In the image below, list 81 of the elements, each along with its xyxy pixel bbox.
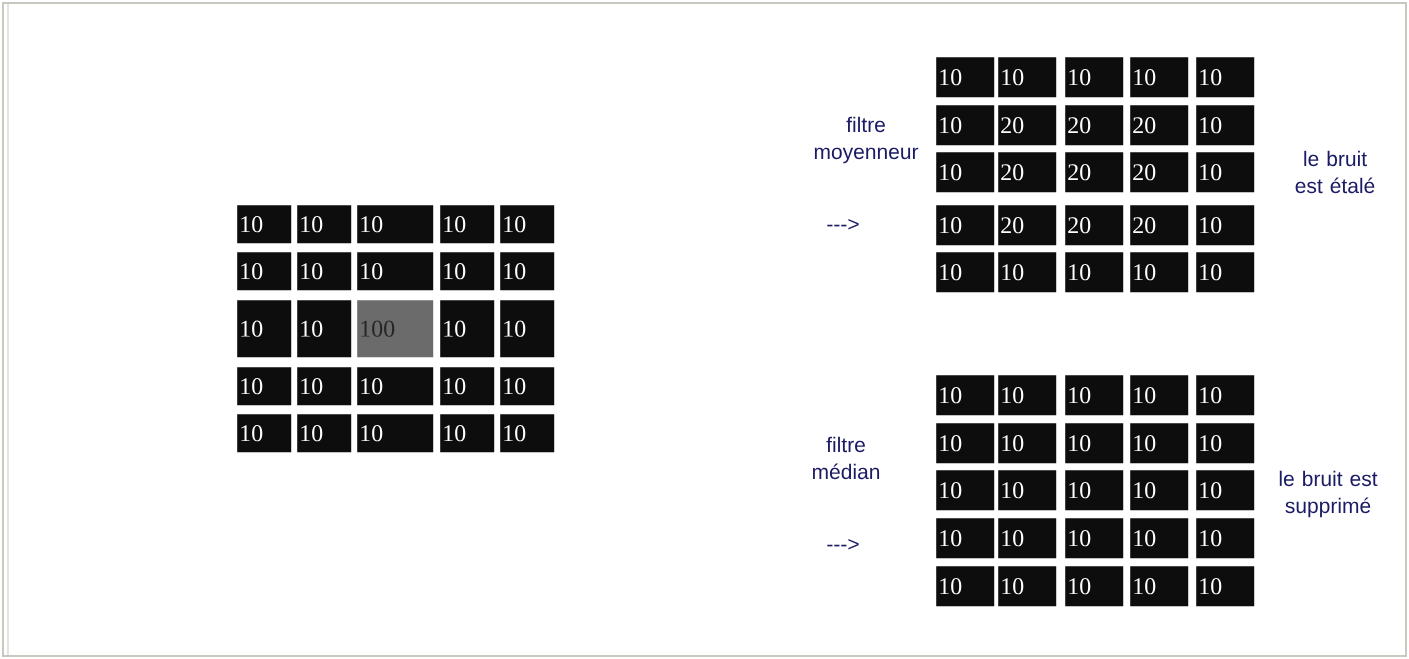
pixel-cell: 10 — [936, 57, 995, 98]
pixel-cell: 10 — [1196, 105, 1255, 146]
pixel-cell: 10 — [1065, 252, 1124, 293]
pixel-cell: 10 — [237, 367, 292, 406]
pixel-cell: 10 — [357, 367, 434, 406]
pixel-cell: 10 — [357, 252, 434, 291]
pixel-cell: 10 — [297, 367, 352, 406]
pixel-cell: 10 — [237, 414, 292, 453]
pixel-cell: 10 — [998, 375, 1057, 416]
pixel-cell: 20 — [998, 205, 1057, 246]
pixel-cell: 10 — [440, 205, 495, 244]
pixel-cell: 10 — [1130, 57, 1189, 98]
pixel-cell: 10 — [297, 300, 352, 358]
pixel-cell: 10 — [936, 152, 995, 193]
pixel-cell: 10 — [936, 566, 995, 607]
pixel-cell: 20 — [1130, 205, 1189, 246]
pixel-cell: 10 — [500, 300, 555, 358]
pixel-cell: 10 — [500, 367, 555, 406]
pixel-cell: 10 — [936, 518, 995, 559]
annotation-text: filtre médian — [812, 436, 880, 480]
pixel-cell: 10 — [440, 414, 495, 453]
pixel-cell: 10 — [1196, 470, 1255, 511]
pixel-cell: 10 — [998, 470, 1057, 511]
pixel-cell: 10 — [1130, 423, 1189, 464]
pixel-cell: 10 — [1065, 57, 1124, 98]
annotation-text: le bruit est étalé — [1295, 150, 1375, 194]
pixel-cell: 10 — [1196, 57, 1255, 98]
pixel-cell: 10 — [998, 57, 1057, 98]
pixel-cell: 10 — [500, 414, 555, 453]
pixel-cell: 10 — [1196, 205, 1255, 246]
pixel-cell: 10 — [1196, 423, 1255, 464]
pixel-cell: 20 — [1130, 105, 1189, 146]
pixel-cell: 10 — [936, 470, 995, 511]
pixel-cell: 10 — [440, 252, 495, 291]
pixel-cell: 20 — [1130, 152, 1189, 193]
pixel-cell: 10 — [357, 205, 434, 244]
pixel-cell: 10 — [297, 205, 352, 244]
pixel-cell: 10 — [998, 566, 1057, 607]
annotation-text: ---> — [827, 218, 859, 230]
pixel-cell: 10 — [1130, 252, 1189, 293]
annotation-text: le bruit est supprimé — [1279, 470, 1378, 518]
pixel-cell: 10 — [357, 414, 434, 453]
pixel-cell: 100 — [357, 300, 434, 358]
pixel-cell: 10 — [1065, 566, 1124, 607]
pixel-cell: 10 — [297, 414, 352, 453]
pixel-cell: 10 — [237, 205, 292, 244]
pixel-cell: 10 — [1130, 375, 1189, 416]
pixel-cell: 10 — [1130, 470, 1189, 511]
pixel-cell: 10 — [1196, 375, 1255, 416]
pixel-cell: 10 — [1196, 152, 1255, 193]
annotation-text: ---> — [827, 538, 859, 550]
pixel-cell: 10 — [440, 367, 495, 406]
annotation-text: filtre moyenneur — [814, 116, 919, 164]
pixel-cell: 10 — [1130, 518, 1189, 559]
pixel-cell: 20 — [1065, 205, 1124, 246]
pixel-cell: 10 — [936, 423, 995, 464]
pixel-cell: 10 — [1065, 375, 1124, 416]
pixel-cell: 10 — [297, 252, 352, 291]
pixel-cell: 10 — [1196, 252, 1255, 293]
pixel-cell: 10 — [936, 375, 995, 416]
pixel-cell: 10 — [237, 252, 292, 291]
pixel-cell: 10 — [500, 205, 555, 244]
pixel-cell: 10 — [1130, 566, 1189, 607]
pixel-cell: 10 — [237, 300, 292, 358]
pixel-cell: 10 — [998, 423, 1057, 464]
pixel-cell: 10 — [998, 518, 1057, 559]
pixel-cell: 20 — [1065, 105, 1124, 146]
pixel-cell: 20 — [998, 152, 1057, 193]
pixel-cell: 10 — [440, 300, 495, 358]
pixel-cell: 10 — [1065, 518, 1124, 559]
pixel-cell: 10 — [936, 252, 995, 293]
pixel-cell: 10 — [998, 252, 1057, 293]
pixel-cell: 10 — [1065, 470, 1124, 511]
pixel-cell: 10 — [500, 252, 555, 291]
pixel-cell: 10 — [1196, 518, 1255, 559]
pixel-cell: 20 — [1065, 152, 1124, 193]
pixel-cell: 10 — [936, 205, 995, 246]
pixel-cell: 10 — [1196, 566, 1255, 607]
pixel-cell: 10 — [936, 105, 995, 146]
pixel-cell: 10 — [1065, 423, 1124, 464]
pixel-cell: 20 — [998, 105, 1057, 146]
